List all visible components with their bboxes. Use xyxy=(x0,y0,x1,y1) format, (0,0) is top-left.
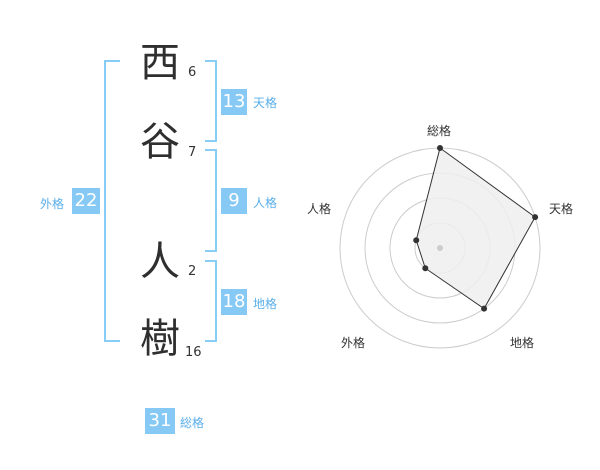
radar-grid-ring xyxy=(414,222,466,274)
stroke-count-2: 7 xyxy=(188,145,197,160)
gaikaku-bracket xyxy=(104,60,120,342)
jinkaku-value: 9 xyxy=(221,188,247,214)
chikaku-bracket xyxy=(205,260,217,342)
stroke-count-3: 2 xyxy=(188,264,197,279)
soukaku-value: 31 xyxy=(145,408,175,434)
radar-point-4 xyxy=(422,265,429,272)
radar-point-5 xyxy=(413,237,420,244)
chikaku-value: 18 xyxy=(221,289,247,315)
chikaku-label: 地格 xyxy=(253,297,278,311)
radar-grid-ring xyxy=(339,147,541,349)
gaikaku-value: 22 xyxy=(72,188,100,214)
gaikaku-label: 外格 xyxy=(40,197,65,211)
radar-axis-label-chikaku: 地格 xyxy=(510,336,535,350)
stroke-count-1: 6 xyxy=(188,65,197,80)
name-char-2: 谷 xyxy=(140,119,180,165)
name-char-1: 西 xyxy=(140,40,180,86)
radar-axis-label-gaikaku: 外格 xyxy=(341,336,366,350)
tenkaku-value: 13 xyxy=(221,89,247,115)
radar-point-2 xyxy=(532,214,539,221)
tenkaku-label: 天格 xyxy=(253,96,278,110)
radar-grid-ring xyxy=(389,197,491,299)
name-char-3: 人 xyxy=(140,239,180,285)
radar-point-3 xyxy=(481,305,488,312)
jinkaku-label: 人格 xyxy=(253,196,278,210)
soukaku-label: 総格 xyxy=(180,416,205,430)
name-char-4: 樹 xyxy=(140,316,180,362)
jinkaku-bracket xyxy=(205,149,217,252)
tenkaku-bracket xyxy=(205,60,217,142)
radar-axis-label-jinkaku: 人格 xyxy=(307,202,332,216)
radar-axis-label-tenkaku: 天格 xyxy=(549,202,574,216)
radar-axis-label-soukaku: 総格 xyxy=(427,124,452,138)
stroke-count-4: 16 xyxy=(185,345,202,360)
radar-grid-ring xyxy=(364,172,516,324)
radar-polygon xyxy=(415,147,536,310)
radar-center-dot xyxy=(437,245,443,251)
radar-point-1 xyxy=(437,145,443,151)
